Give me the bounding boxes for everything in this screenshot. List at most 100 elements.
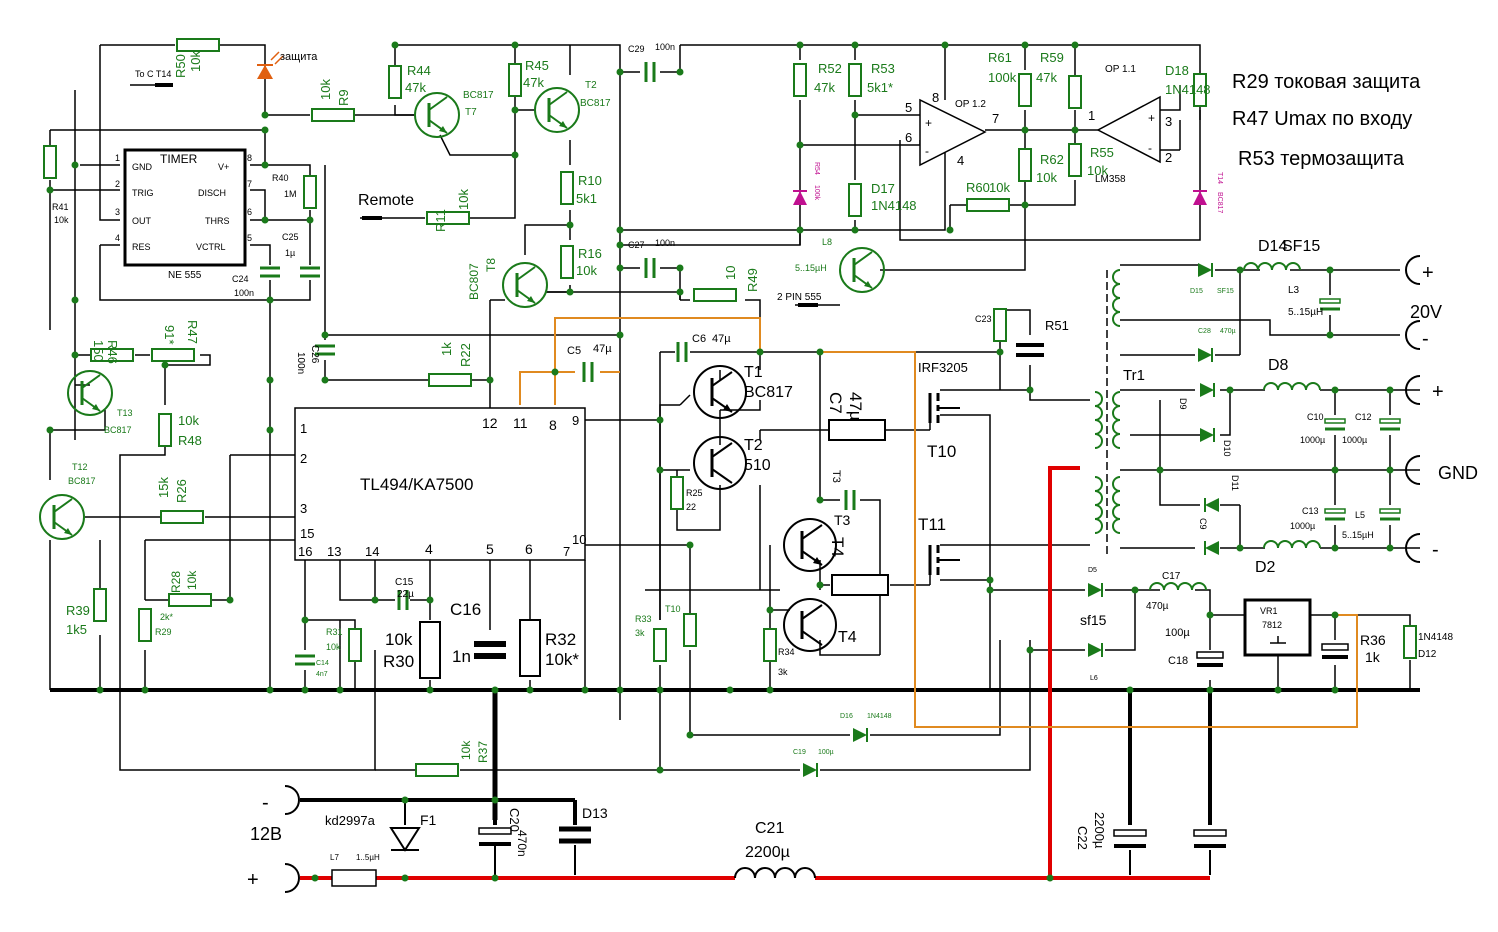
svg-text:T10: T10 [665, 604, 681, 614]
svg-text:2: 2 [300, 451, 307, 466]
svg-text:T4: T4 [838, 629, 857, 646]
note-r53: R53 термозащита [1238, 148, 1405, 170]
svg-text:C9: C9 [1198, 518, 1208, 530]
svg-text:T3: T3 [830, 470, 842, 483]
svg-text:R26: R26 [174, 479, 189, 503]
svg-text:47k: 47k [1036, 70, 1057, 85]
svg-text:BC807: BC807 [467, 263, 481, 300]
svg-text:TRIG: TRIG [132, 188, 154, 198]
svg-text:L7: L7 [330, 853, 339, 862]
svg-text:1000µ: 1000µ [1342, 435, 1367, 445]
svg-text:R33: R33 [635, 614, 652, 624]
svg-text:C21: C21 [755, 820, 784, 837]
svg-text:BC817: BC817 [580, 98, 611, 109]
svg-text:C7: C7 [826, 392, 845, 414]
svg-text:2: 2 [1165, 150, 1172, 165]
svg-text:1000µ: 1000µ [1290, 521, 1315, 531]
sense-line [519, 317, 1358, 728]
svg-text:3: 3 [1165, 114, 1172, 129]
svg-text:47k: 47k [814, 80, 835, 95]
svg-text:C14: C14 [316, 660, 329, 667]
svg-text:47µ: 47µ [846, 392, 865, 421]
svg-text:100n: 100n [655, 238, 675, 248]
svg-text:R47: R47 [185, 320, 200, 344]
svg-text:1k: 1k [1365, 649, 1381, 665]
svg-text:R46: R46 [105, 340, 120, 364]
svg-text:4n7: 4n7 [316, 671, 328, 678]
svg-text:OUT: OUT [132, 216, 152, 226]
svg-text:THRS: THRS [205, 216, 230, 226]
svg-text:TIMER: TIMER [160, 152, 198, 166]
svg-text:D11: D11 [1230, 475, 1240, 491]
svg-text:47µ: 47µ [712, 333, 731, 345]
svg-text:16: 16 [298, 544, 312, 559]
svg-text:BC817: BC817 [744, 384, 793, 401]
svg-text:R50: R50 [173, 54, 188, 78]
svg-text:D12: D12 [1418, 649, 1437, 660]
svg-text:C16: C16 [450, 600, 481, 619]
svg-text:10k: 10k [459, 740, 473, 760]
svg-text:6: 6 [525, 541, 533, 557]
svg-text:47µ: 47µ [593, 343, 612, 355]
component-labels: R50 10k R9 10k R44 47k R45 47k BC817 T7 … [52, 42, 1453, 862]
svg-text:T8: T8 [484, 258, 498, 272]
svg-text:R44: R44 [407, 63, 431, 78]
svg-text:10k: 10k [188, 51, 203, 72]
svg-text:TL494/KA7500: TL494/KA7500 [360, 475, 473, 494]
svg-text:10k*: 10k* [545, 650, 579, 669]
svg-text:C24: C24 [232, 274, 249, 284]
svg-text:1000µ: 1000µ [1300, 435, 1325, 445]
svg-text:T7: T7 [465, 107, 477, 118]
svg-text:R48: R48 [178, 433, 202, 448]
svg-text:R11: R11 [433, 209, 448, 232]
svg-text:OP 1.1: OP 1.1 [1105, 64, 1136, 75]
svg-text:D14: D14 [1258, 238, 1287, 255]
svg-text:R25: R25 [686, 488, 703, 498]
svg-text:150: 150 [91, 340, 106, 362]
svg-text:C15: C15 [395, 577, 414, 588]
svg-text:470µ: 470µ [1220, 328, 1236, 335]
svg-text:C28: C28 [1198, 328, 1211, 335]
svg-text:22µ: 22µ [397, 589, 414, 600]
svg-text:8: 8 [932, 90, 939, 105]
svg-text:VR1: VR1 [1260, 606, 1278, 616]
term-minus-1: - [1422, 328, 1429, 350]
svg-text:R60: R60 [966, 180, 990, 195]
svg-text:3k: 3k [778, 667, 788, 677]
svg-text:T2: T2 [585, 80, 597, 91]
svg-text:100µ: 100µ [818, 749, 834, 756]
protection-label: защита [280, 51, 318, 63]
svg-text:R61: R61 [988, 50, 1012, 65]
svg-text:47k: 47k [405, 80, 426, 95]
svg-text:T3: T3 [834, 512, 851, 528]
svg-text:8: 8 [549, 417, 557, 433]
svg-text:1k: 1k [439, 342, 454, 356]
svg-text:L5: L5 [1355, 510, 1365, 520]
svg-text:1µ: 1µ [285, 248, 295, 258]
out-20v-label: 20V [1410, 302, 1442, 322]
svg-text:D13: D13 [582, 805, 608, 821]
svg-text:1: 1 [300, 421, 307, 436]
svg-text:BC817: BC817 [104, 425, 132, 435]
svg-text:10k: 10k [54, 215, 69, 225]
d13-part-label: kd2997a [325, 813, 376, 828]
svg-text:R30: R30 [383, 652, 414, 671]
two-pin-label: 2 PIN 555 [777, 292, 822, 303]
gnd-label: GND [1438, 463, 1478, 483]
svg-text:5: 5 [247, 233, 252, 243]
svg-text:10k: 10k [456, 189, 471, 210]
svg-text:10k: 10k [318, 79, 333, 100]
svg-text:BC817: BC817 [463, 90, 494, 101]
svg-text:C10: C10 [1307, 412, 1324, 422]
svg-text:3k: 3k [635, 628, 645, 638]
svg-text:1k5: 1k5 [66, 622, 87, 637]
svg-text:6: 6 [905, 130, 912, 145]
input-12v-label: 12В [250, 824, 282, 844]
term-minus-2: - [1432, 539, 1439, 561]
svg-text:C26: C26 [309, 345, 320, 364]
svg-text:T1: T1 [744, 364, 763, 381]
svg-text:T10: T10 [927, 442, 956, 461]
svg-text:100k: 100k [813, 185, 820, 201]
to-c-t14-label: To C T14 [135, 69, 171, 79]
svg-text:1N4148: 1N4148 [867, 713, 892, 720]
